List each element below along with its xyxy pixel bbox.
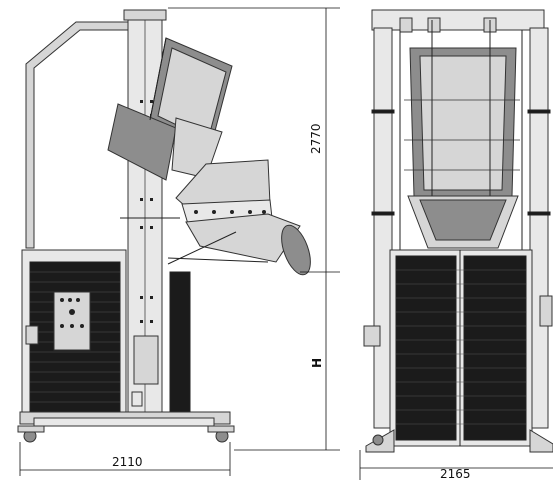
discharge-chute: [120, 159, 311, 276]
control-panel: [53, 291, 91, 351]
dim-2165-label: 2165: [440, 467, 471, 480]
front-view: [359, 9, 553, 480]
dimension-lines-side: [19, 7, 340, 476]
dim-h-label: H: [310, 358, 324, 368]
front-post-left: [373, 27, 393, 429]
dim-2110-label: 2110: [112, 455, 143, 469]
front-brackets: [371, 109, 551, 216]
front-post-right: [529, 27, 549, 429]
dimension-lines-front: [359, 450, 553, 480]
tilted-bin: [107, 37, 233, 181]
dim-2770-label: 2770: [309, 123, 323, 154]
side-view: [17, 7, 340, 476]
